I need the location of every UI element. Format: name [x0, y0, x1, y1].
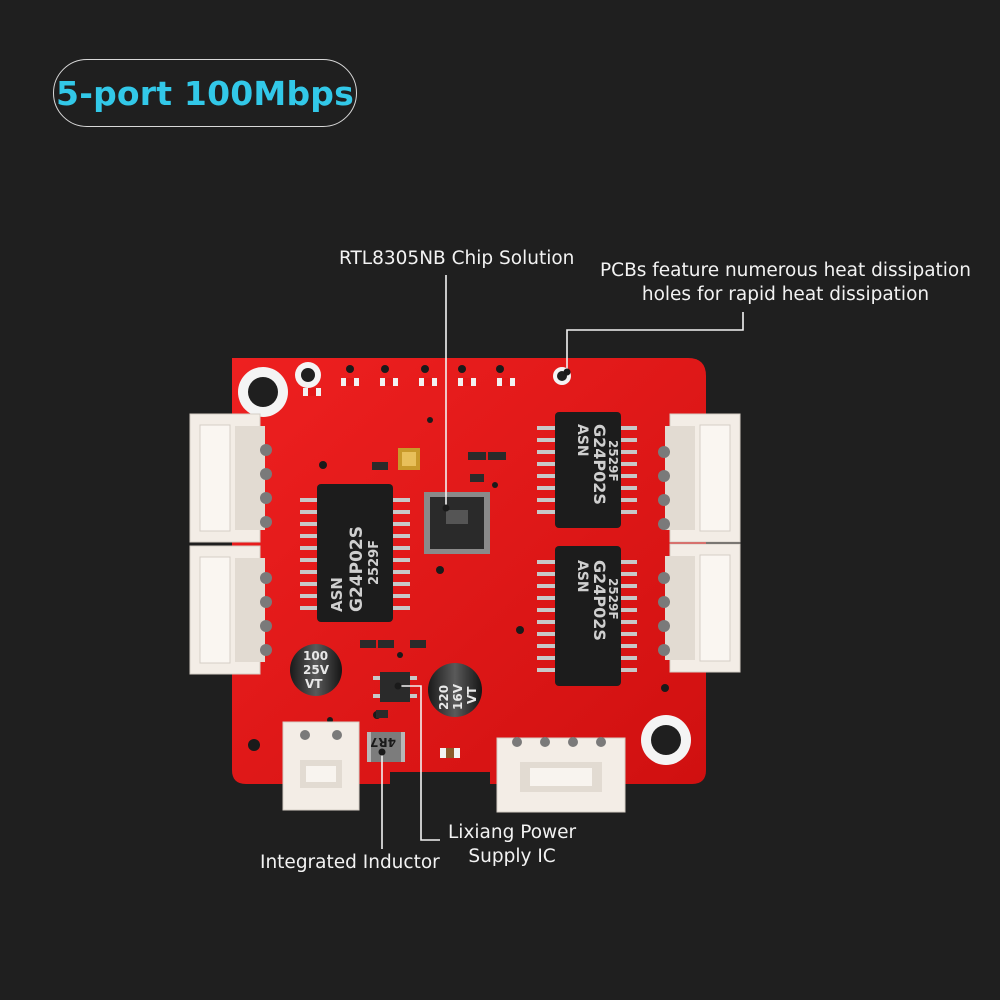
right-connector-bottom	[658, 543, 741, 673]
heat-vias	[240, 365, 680, 751]
transformer-left-code: 2529F	[367, 540, 382, 585]
bottom-connector-j1	[282, 721, 360, 811]
transformer-bottom-right	[537, 546, 637, 686]
bottom-connector-j2	[496, 737, 626, 813]
callout-pcb: PCBs feature numerous heat dissipation h…	[600, 259, 971, 307]
leader-lines	[381, 275, 744, 849]
board-notch	[390, 772, 490, 786]
mounting-hole	[295, 362, 321, 388]
callout-power-line1: Lixiang Power	[448, 822, 577, 843]
transformer-bottom-right-code: 2529F	[606, 578, 620, 620]
right-connector-top	[658, 413, 741, 543]
callout-inductor: Integrated Inductor	[260, 851, 440, 875]
callout-pcb-line2: holes for rapid heat dissipation	[641, 284, 930, 305]
capacitor-220uf	[428, 663, 482, 717]
transformer-left-model: G24P02S	[347, 526, 367, 612]
rtl-chip	[424, 492, 490, 554]
callout-chip: RTL8305NB Chip Solution	[339, 247, 574, 271]
left-connector-bottom	[189, 545, 272, 675]
cap1-series: VT	[305, 677, 323, 691]
inductor: 4R7	[367, 732, 405, 762]
transformer-left-brand: ASN	[328, 577, 346, 612]
transformer-bottom-right-model: G24P02S	[590, 560, 609, 641]
cap2-series: VT	[465, 686, 479, 704]
transformer-top-right-model: G24P02S	[590, 424, 609, 505]
cap1-value: 100	[303, 649, 328, 663]
inductor-marking: 4R7	[370, 735, 396, 749]
callout-pcb-line1: PCBs feature numerous heat dissipation	[600, 260, 971, 281]
transformer-top-right-code: 2529F	[606, 440, 620, 482]
leader-pcb	[566, 312, 744, 372]
cap1-voltage: 25V	[303, 663, 330, 677]
callout-power-line2: Supply IC	[468, 846, 556, 867]
title-text: 5-port 100Mbps	[56, 73, 354, 113]
leader-power	[398, 685, 440, 841]
transformer-top-right-brand: ASN	[574, 424, 590, 457]
transformer-bottom-right-brand: ASN	[574, 560, 590, 593]
mounting-hole	[641, 715, 691, 765]
title-badge: 5-port 100Mbps	[53, 59, 357, 127]
transformer-top-right	[537, 412, 637, 528]
led-row	[303, 378, 515, 396]
left-connector-top	[189, 413, 272, 543]
transformer-left	[300, 484, 410, 622]
mounting-hole	[238, 367, 288, 417]
callout-inductor-text: Integrated Inductor	[260, 852, 440, 873]
callout-power: Lixiang Power Supply IC	[448, 821, 576, 869]
cap2-value: 220	[437, 685, 451, 710]
small-components	[360, 452, 506, 758]
capacitor-100uf	[290, 644, 342, 696]
callout-chip-text: RTL8305NB Chip Solution	[339, 248, 575, 269]
cap2-voltage: 16V	[451, 683, 465, 710]
